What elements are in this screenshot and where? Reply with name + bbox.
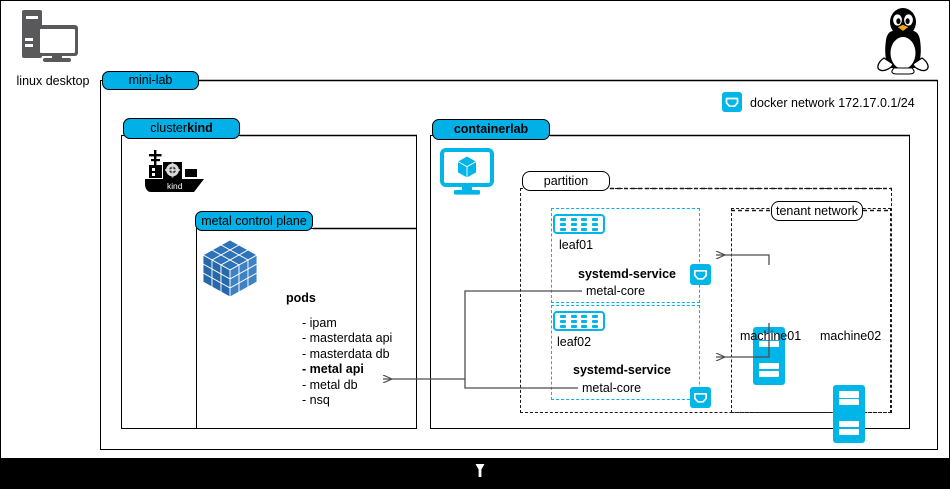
- switch-port: [581, 314, 588, 328]
- pods-list: - ipam - masterdata api - masterdata db …: [302, 316, 392, 408]
- network-switch-icon: [553, 214, 605, 234]
- machine02-label: machine02: [820, 329, 882, 343]
- switch-port: [559, 217, 566, 231]
- cluster-label-prefix: cluster: [150, 121, 188, 136]
- list-item: - nsq: [302, 393, 330, 408]
- leaf01-container: [551, 208, 700, 303]
- docker-network-label: docker network 172.17.0.1/24: [750, 96, 915, 110]
- leaf01-service-name: metal-core: [586, 284, 646, 298]
- kind-ship-logo: kind: [141, 148, 213, 196]
- switch-port: [559, 314, 566, 328]
- leaf01-service-title: systemd-service: [578, 267, 676, 281]
- metal-control-plane-label: metal control plane: [195, 211, 313, 231]
- cluster-kind-label: cluster kind: [123, 118, 240, 139]
- server-tower-icon: [833, 385, 865, 443]
- list-item: - metal api: [302, 362, 364, 377]
- network-port-icon: [722, 92, 742, 112]
- list-item: - ipam: [302, 316, 337, 330]
- switch-port: [570, 314, 577, 328]
- cursor-glyph: [474, 463, 486, 479]
- list-item: - metal db: [302, 377, 358, 392]
- kind-logo-caption: kind: [167, 181, 183, 191]
- switch-port: [592, 217, 599, 231]
- switch-port: [581, 217, 588, 231]
- switch-port: [592, 314, 599, 328]
- machine01-label: machine01: [740, 329, 802, 343]
- desktop-label: linux desktop: [16, 74, 90, 88]
- taskbar: [0, 459, 950, 489]
- minilab-label: mini-lab: [102, 71, 199, 90]
- pods-title: pods: [286, 291, 316, 305]
- containerlab-label: containerlab: [432, 119, 550, 140]
- network-switch-icon: [553, 311, 605, 331]
- leaf01-name: leaf01: [559, 238, 594, 252]
- leaf02-name: leaf02: [557, 335, 592, 349]
- leaf02-service-title: systemd-service: [573, 363, 671, 377]
- network-port-icon: [690, 264, 711, 285]
- network-port-icon: [690, 387, 711, 408]
- leaf02-service-name: metal-core: [582, 381, 642, 395]
- list-item: - masterdata db: [302, 346, 390, 361]
- kubernetes-cube-icon: [200, 237, 260, 298]
- desktop-computer-icon: [18, 8, 82, 64]
- partition-label: partition: [522, 171, 610, 191]
- tenant-network-label: tenant network: [771, 201, 863, 221]
- linux-tux-penguin-logo: [866, 6, 940, 76]
- switch-port: [570, 217, 577, 231]
- list-item: - masterdata api: [302, 331, 393, 346]
- containerlab-monitor-cube-icon: [440, 148, 494, 198]
- cluster-label-bold: kind: [187, 121, 213, 136]
